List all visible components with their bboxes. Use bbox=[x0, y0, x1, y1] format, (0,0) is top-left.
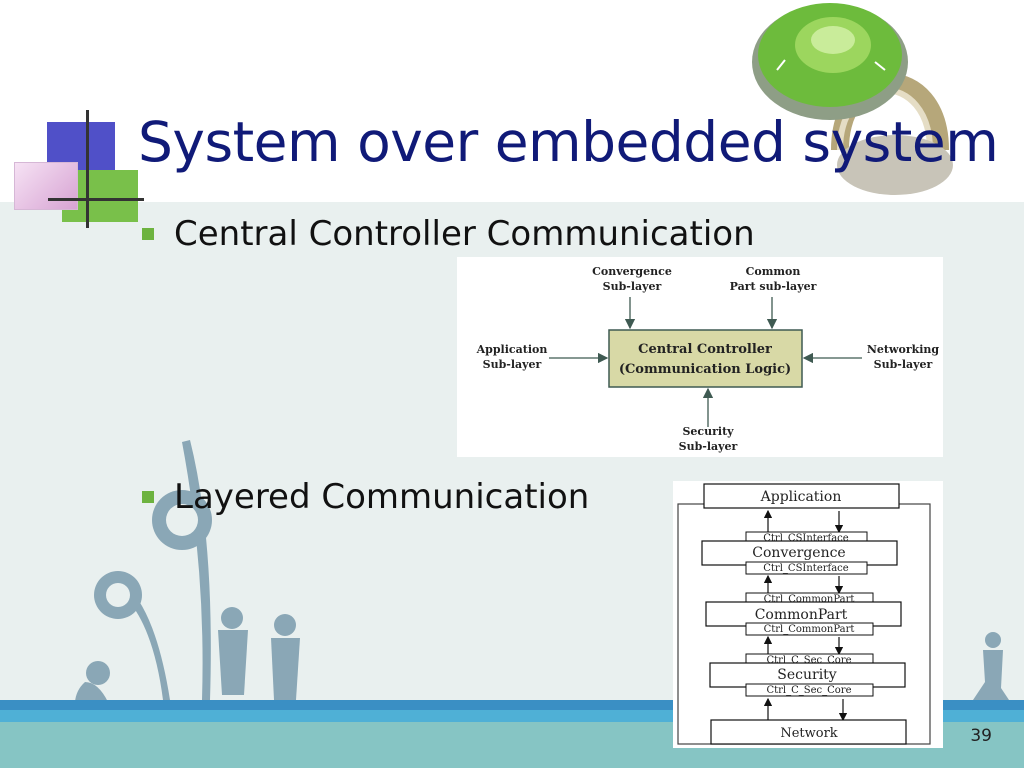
application-sublabel: Sub-layer bbox=[483, 358, 542, 371]
central-controller-diagram: Central Controller (Communication Logic)… bbox=[457, 257, 943, 457]
layer-application-label: Application bbox=[760, 489, 842, 505]
interface-label: Ctrl_C_Sec_Core bbox=[766, 655, 851, 666]
interface-box bbox=[745, 561, 868, 575]
layer-commonpart bbox=[705, 601, 902, 627]
interface-label: Ctrl_C_Sec_Core bbox=[766, 685, 851, 696]
interface-label: Ctrl_CommonPart bbox=[764, 594, 855, 605]
layer-application bbox=[703, 483, 900, 509]
layered-communication-diagram: Application Ctrl_CSInterface Convergence… bbox=[673, 481, 943, 748]
layer-network bbox=[710, 719, 907, 745]
padlock-icon bbox=[752, 3, 953, 195]
commonpart-sublabel: Part sub-layer bbox=[730, 280, 817, 293]
layer-security bbox=[709, 662, 906, 688]
bullet-marker bbox=[142, 491, 154, 503]
deco-square-pink bbox=[14, 162, 78, 210]
bullet-item: Layered Communication bbox=[142, 477, 589, 517]
networking-sublabel: Sub-layer bbox=[874, 358, 933, 371]
interface-box bbox=[745, 683, 874, 697]
convergence-sublabel: Sub-layer bbox=[603, 280, 662, 293]
silhouette-decoration bbox=[75, 440, 300, 702]
silhouette-person-right bbox=[973, 632, 1009, 700]
interface-label: Ctrl_CSInterface bbox=[763, 563, 849, 574]
convergence-label: Convergence bbox=[592, 265, 672, 278]
controller-label-line2: (Communication Logic) bbox=[619, 362, 791, 377]
layer-convergence-label: Convergence bbox=[752, 545, 845, 561]
bullet-marker bbox=[142, 228, 154, 240]
interface-box bbox=[745, 622, 874, 636]
deco-line-horizontal bbox=[48, 198, 144, 201]
interface-label: Ctrl_CommonPart bbox=[764, 624, 855, 635]
bullet-text: Layered Communication bbox=[174, 477, 590, 517]
layer-network-label: Network bbox=[780, 726, 837, 741]
deco-line-vertical bbox=[86, 110, 89, 228]
bullet-item: Central Controller Communication bbox=[142, 214, 755, 254]
commonpart-label: Common bbox=[746, 265, 801, 278]
layer-convergence bbox=[701, 540, 898, 566]
security-sublabel: Sub-layer bbox=[679, 440, 738, 453]
application-label: Application bbox=[476, 343, 548, 356]
bullet-text: Central Controller Communication bbox=[174, 214, 755, 254]
security-label: Security bbox=[682, 425, 734, 438]
networking-label: Networking bbox=[867, 343, 940, 356]
layer-commonpart-label: CommonPart bbox=[755, 607, 848, 623]
page-number: 39 bbox=[970, 726, 992, 746]
interface-label: Ctrl_CSInterface bbox=[763, 533, 849, 544]
controller-label-line1: Central Controller bbox=[638, 342, 772, 357]
slide-title: System over embedded system bbox=[138, 110, 999, 174]
controller-box bbox=[608, 329, 803, 388]
layer-security-label: Security bbox=[777, 667, 837, 683]
footer-stripe-blue bbox=[0, 700, 1024, 710]
